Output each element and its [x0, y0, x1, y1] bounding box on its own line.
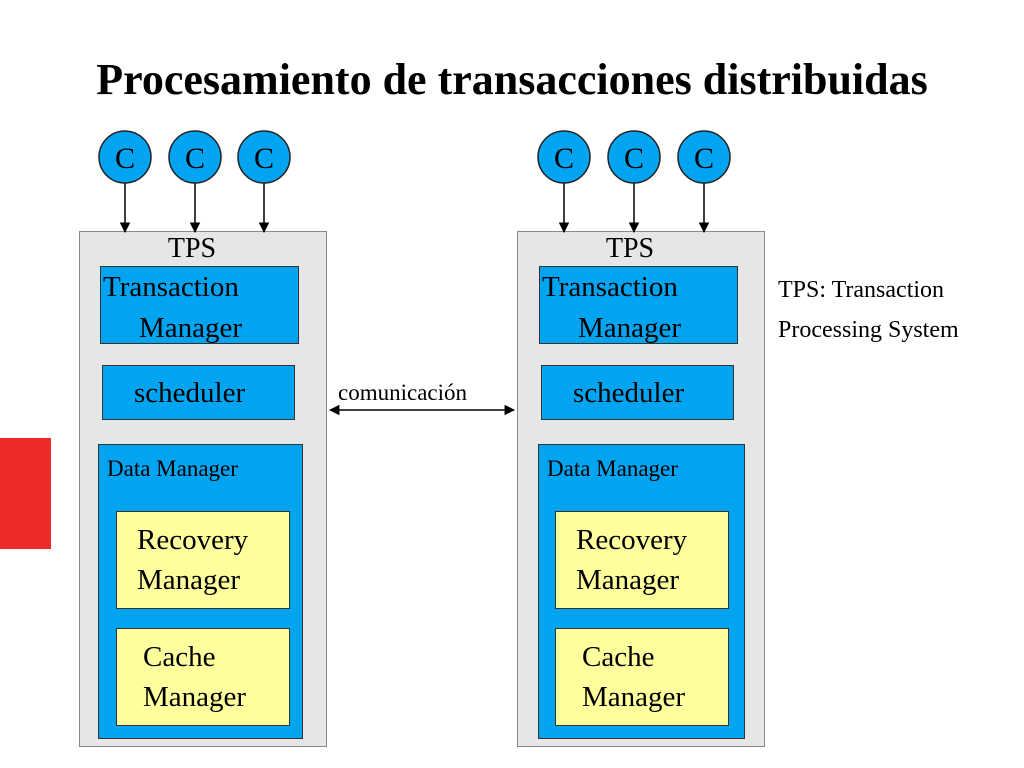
accent-tab	[0, 438, 51, 549]
tps-right-transaction-manager: Transaction Manager	[539, 266, 738, 344]
client-node: C	[677, 130, 731, 184]
recovery-manager-line2: Manager	[576, 564, 680, 596]
data-manager-label: Data Manager	[107, 456, 238, 481]
cache-manager-line2: Manager	[582, 681, 686, 713]
tps-right-label: TPS	[605, 233, 655, 264]
transaction-manager-line1: Transaction	[542, 271, 678, 303]
scheduler-label: scheduler	[573, 377, 685, 409]
tps-right-cache-manager: Cache Manager	[555, 628, 729, 726]
recovery-manager-line1: Recovery	[576, 524, 688, 556]
recovery-manager-line1: Recovery	[137, 524, 249, 556]
cache-manager-line2: Manager	[143, 681, 247, 713]
cache-manager-line1: Cache	[582, 641, 655, 673]
client-node: C	[537, 130, 591, 184]
client-node: C	[607, 130, 661, 184]
svg-text:C: C	[554, 142, 574, 175]
communication-label: comunicación	[338, 380, 468, 405]
tps-left-transaction-manager: Transaction Manager	[100, 266, 299, 344]
tps-right-scheduler: scheduler	[541, 365, 734, 420]
client-node: C	[168, 130, 222, 184]
svg-text:C: C	[185, 142, 205, 175]
svg-text:C: C	[624, 142, 644, 175]
recovery-manager-line2: Manager	[137, 564, 241, 596]
transaction-manager-line2: Manager	[578, 312, 682, 344]
tps-left-cache-manager: Cache Manager	[116, 628, 290, 726]
svg-text:C: C	[694, 142, 714, 175]
svg-text:C: C	[254, 142, 274, 175]
svg-text:C: C	[115, 142, 135, 175]
scheduler-label: scheduler	[134, 377, 246, 409]
note-line1: TPS: Transaction	[778, 277, 945, 303]
slide-title: Procesamiento de transacciones distribui…	[96, 55, 928, 104]
client-node: C	[237, 130, 291, 184]
tps-left-recovery-manager: Recovery Manager	[116, 511, 290, 609]
tps-right-recovery-manager: Recovery Manager	[555, 511, 729, 609]
client-node: C	[98, 130, 152, 184]
data-manager-label: Data Manager	[547, 456, 678, 481]
note-line2: Processing System	[778, 317, 959, 343]
transaction-manager-line1: Transaction	[103, 271, 239, 303]
transaction-manager-line2: Manager	[139, 312, 243, 344]
cache-manager-line1: Cache	[143, 641, 216, 673]
tps-left-scheduler: scheduler	[102, 365, 295, 420]
tps-left-label: TPS	[167, 233, 217, 264]
tps-definition-note: TPS: Transaction Processing System	[778, 270, 959, 350]
